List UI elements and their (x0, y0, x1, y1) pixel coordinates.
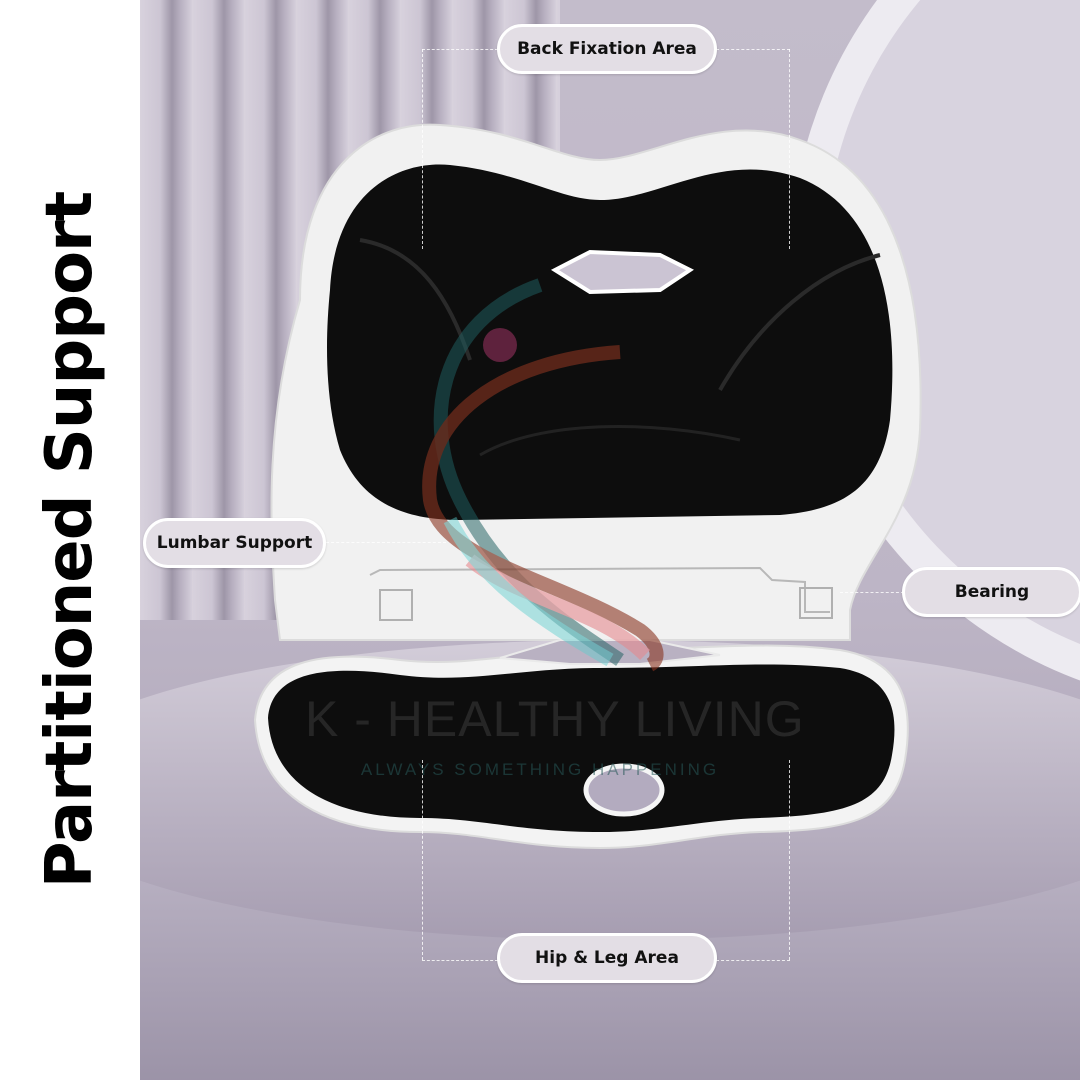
leader-hip-horizontal-left (422, 960, 498, 961)
vertical-title: Partitioned Support (33, 191, 107, 889)
backrest-cushion (327, 164, 893, 520)
leader-back-horizontal-right (716, 49, 790, 50)
callout-label: Hip & Leg Area (535, 948, 679, 968)
callout-hip-leg-area: Hip & Leg Area (497, 933, 717, 983)
callout-label: Back Fixation Area (517, 39, 697, 59)
callout-label: Bearing (954, 582, 1030, 602)
title-strip: Partitioned Support (0, 0, 140, 1080)
callout-back-fixation-area: Back Fixation Area (497, 24, 717, 74)
leader-bearing (840, 592, 904, 593)
watermark-brand: K - HEALTHY LIVING (305, 691, 805, 747)
tailbone-cutout (583, 763, 665, 817)
leader-back-right (789, 49, 790, 249)
seat-cushion (268, 664, 895, 832)
callout-label: Lumbar Support (156, 533, 313, 553)
callout-lumbar-support: Lumbar Support (143, 518, 326, 568)
leader-lumbar (326, 542, 446, 543)
leader-hip-left (422, 760, 423, 960)
leader-back-horizontal (422, 49, 498, 50)
brand-logo-overlay (422, 278, 664, 672)
callout-bearing: Bearing (902, 567, 1080, 617)
watermark-tagline: ALWAYS SOMETHING HAPPENING (360, 760, 720, 779)
leader-back-left (422, 49, 423, 249)
leader-hip-horizontal-right (716, 960, 790, 961)
back-vent (550, 249, 694, 295)
leader-hip-right (789, 760, 790, 960)
